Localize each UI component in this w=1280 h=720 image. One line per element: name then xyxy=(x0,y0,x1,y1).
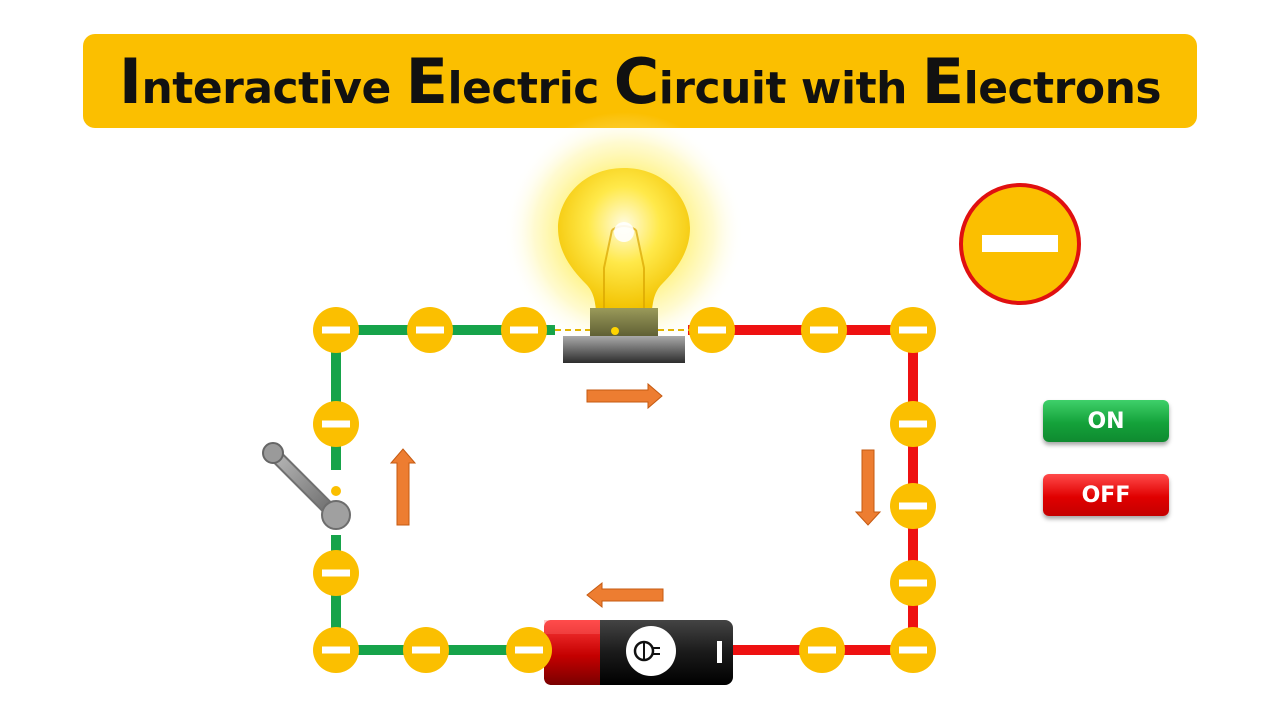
title-part: ircuit with xyxy=(658,62,922,114)
electrons xyxy=(313,307,936,673)
bulb-socket xyxy=(563,336,685,363)
electron-minus xyxy=(808,646,836,654)
bulb-contact xyxy=(611,327,619,335)
title-part: lectrons xyxy=(963,62,1162,114)
electron-minus xyxy=(899,502,927,510)
electron-icon xyxy=(890,483,936,529)
electron-icon xyxy=(403,627,449,673)
switch-handle[interactable] xyxy=(262,442,284,464)
current-arrow-icon xyxy=(854,449,882,526)
light-bulb-icon xyxy=(555,168,690,363)
electron-minus xyxy=(322,569,350,577)
electron-minus xyxy=(412,646,440,654)
electron-icon xyxy=(501,307,547,353)
title-part: nteractive xyxy=(141,62,406,114)
electron-icon xyxy=(313,550,359,596)
electron-minus xyxy=(322,420,350,428)
title-banner: Interactive Electric Circuit with Electr… xyxy=(83,34,1197,128)
current-arrow-icon xyxy=(389,448,417,526)
battery-highlight xyxy=(544,620,600,634)
electron-icon xyxy=(313,627,359,673)
electron-minus xyxy=(416,326,444,334)
electron-icon xyxy=(801,307,847,353)
electron-minus xyxy=(899,579,927,587)
electron-minus xyxy=(899,420,927,428)
wire-positive xyxy=(688,325,918,655)
bulb-cap xyxy=(590,308,658,338)
electron-icon xyxy=(890,401,936,447)
electron-icon xyxy=(799,627,845,673)
off-button[interactable]: OFF xyxy=(1043,474,1169,516)
current-arrows xyxy=(389,382,882,609)
switch-contact xyxy=(331,486,341,496)
electron-icon xyxy=(407,307,453,353)
electron-icon xyxy=(313,401,359,447)
current-arrow-icon xyxy=(586,382,663,410)
electron-minus xyxy=(899,326,927,334)
title-part: I xyxy=(118,44,142,118)
battery-red-end xyxy=(544,620,600,685)
filament-hotspot xyxy=(614,222,634,242)
battery-icon xyxy=(544,620,733,685)
electron-minus xyxy=(515,646,543,654)
on-button[interactable]: ON xyxy=(1043,400,1169,442)
electron-minus xyxy=(322,646,350,654)
electron-legend xyxy=(959,183,1081,305)
title-part: E xyxy=(405,44,448,118)
title-part: lectric xyxy=(447,62,614,114)
brand-logo-icon xyxy=(626,626,676,676)
title-part: E xyxy=(921,44,964,118)
electron-icon xyxy=(689,307,735,353)
electron-icon xyxy=(890,560,936,606)
current-arrow-icon xyxy=(586,581,664,609)
electron-icon xyxy=(313,307,359,353)
electron-minus xyxy=(810,326,838,334)
electron-icon xyxy=(890,627,936,673)
electron-minus xyxy=(899,646,927,654)
switch-pivot xyxy=(321,500,351,530)
page-title: Interactive Electric Circuit with Electr… xyxy=(118,44,1162,118)
switch-lever-icon[interactable] xyxy=(262,442,351,530)
electron-legend-minus xyxy=(982,235,1058,252)
wire-right-loop xyxy=(688,325,918,655)
wire-negative xyxy=(331,325,555,655)
electron-minus xyxy=(510,326,538,334)
electron-icon xyxy=(506,627,552,673)
electron-minus xyxy=(698,326,726,334)
title-part: C xyxy=(613,44,660,118)
electron-minus xyxy=(322,326,350,334)
electron-icon xyxy=(890,307,936,353)
logo-detail xyxy=(643,642,660,660)
switch-lever[interactable] xyxy=(268,448,340,520)
battery-negative-terminal xyxy=(717,641,722,663)
